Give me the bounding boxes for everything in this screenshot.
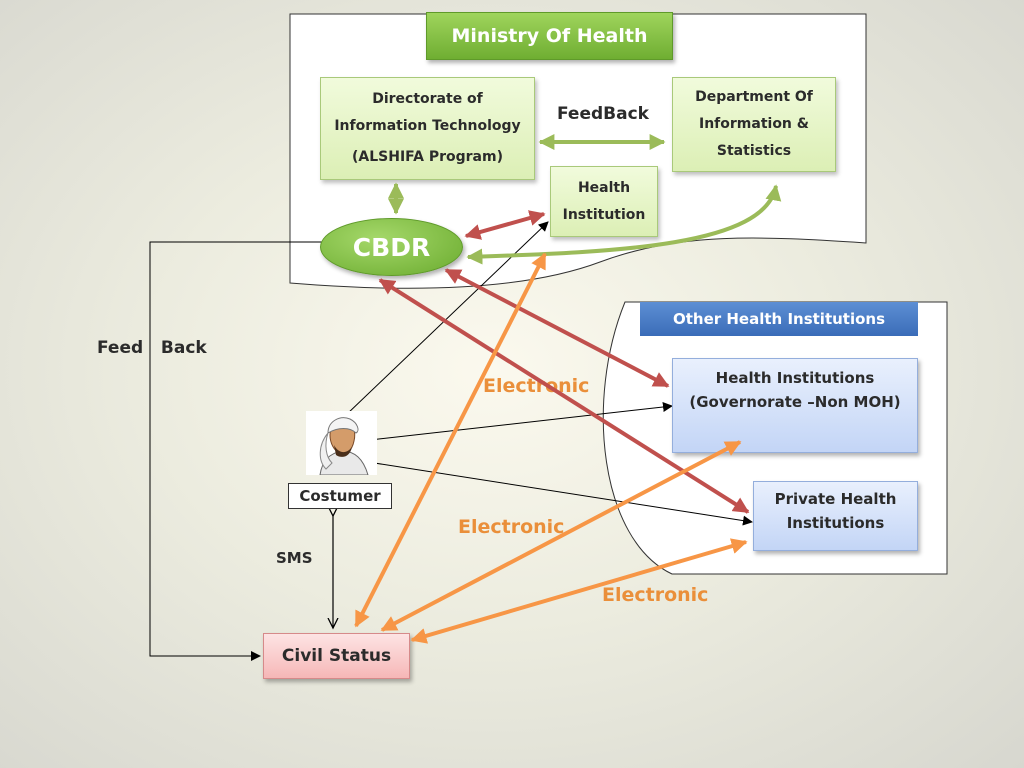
civil-status-private-arrow (410, 538, 748, 644)
sms-label: SMS (276, 549, 313, 567)
feedback-loop-line (149, 241, 322, 661)
cbdr-health-institution-arrow (464, 210, 546, 240)
person-icon (319, 417, 369, 476)
civil-status-health-institution-arrow (354, 252, 547, 628)
feedback-top-label: FeedBack (557, 104, 649, 124)
cbdr-private-arrow (378, 278, 750, 514)
directorate-box: Directorate of Information Technology (A… (320, 77, 535, 180)
civil-status-box: Civil Status (263, 633, 410, 679)
governorate-line1: Health Institutions (715, 369, 875, 387)
private-line1: Private Health (774, 490, 897, 508)
department-box: Department Of Information & Statistics (672, 77, 836, 172)
feed-back-label: Feed Back (97, 338, 207, 358)
ministry-of-health-header: Ministry Of Health (426, 12, 673, 60)
directorate-line2: Information Technology (334, 118, 521, 134)
department-line2: Information & (699, 116, 809, 132)
private-health-box: Private Health Institutions (753, 481, 918, 551)
department-line1: Department Of (695, 89, 813, 105)
cbdr-governorate-arrow (444, 268, 670, 388)
directorate-line1: Directorate of (372, 91, 483, 107)
private-line2: Institutions (786, 514, 885, 532)
directorate-line3: (ALSHIFA Program) (352, 149, 503, 165)
ministry-title: Ministry Of Health (451, 25, 648, 47)
civil-status-label: Civil Status (281, 646, 392, 666)
department-line3: Statistics (716, 143, 792, 159)
